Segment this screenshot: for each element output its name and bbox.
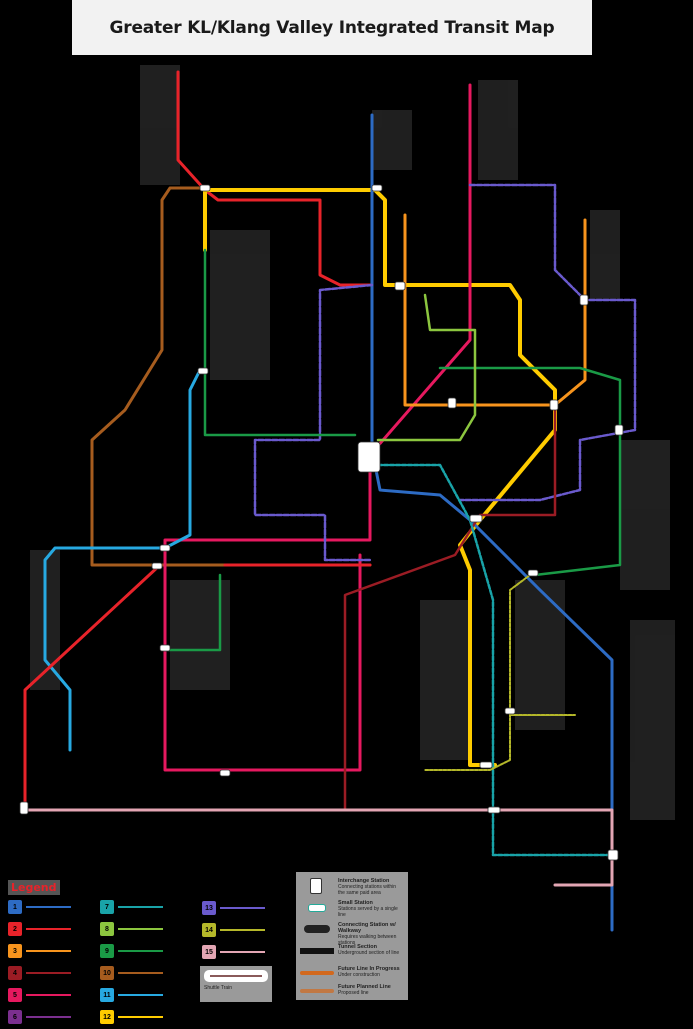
legend-line-7: 7 — [100, 897, 163, 917]
shuttle-legend-box: Shuttle Train — [200, 966, 272, 1002]
line-11 — [43, 368, 202, 752]
legend-line-15: 15 — [202, 942, 265, 962]
line-3 — [403, 213, 587, 407]
interchange-markers — [19, 184, 624, 861]
legend-line-3: 3 — [8, 941, 71, 961]
legend-line-11: 11 — [100, 985, 163, 1005]
line-10 — [90, 186, 372, 567]
line-5 — [163, 83, 472, 772]
line-2 — [176, 70, 374, 287]
line-12 — [203, 188, 557, 767]
kl-sentral-interchange — [357, 441, 381, 473]
legend-line-2: 2 — [8, 919, 71, 939]
legend-column-3: 13 14 15 16 — [202, 898, 265, 986]
legend-column-2: 7 8 9 10 11 12 — [100, 897, 163, 1029]
legend-line-6: 6 — [8, 1007, 71, 1027]
shuttle-label: Shuttle Train — [204, 985, 233, 991]
station-label-bands — [30, 65, 675, 820]
legend-line-5: 5 — [8, 985, 71, 1005]
legend-line-14: 14 — [202, 920, 265, 940]
line-13 — [253, 183, 637, 562]
legend-line-1: 1 — [8, 897, 71, 917]
line-9 — [163, 248, 622, 652]
line-15 — [23, 808, 614, 887]
legend-line-4: 4 — [8, 963, 71, 983]
line-4 — [343, 403, 557, 812]
title-banner: Greater KL/Klang Valley Integrated Trans… — [72, 0, 592, 55]
legend-heading: Legend — [8, 880, 60, 895]
transit-map — [19, 65, 675, 932]
line-7 — [376, 463, 614, 857]
line-8 — [376, 293, 477, 442]
legend-line-9: 9 — [100, 941, 163, 961]
legend-line-12: 12 — [100, 1007, 163, 1027]
line-2-sw — [23, 563, 372, 812]
legend-column-1: Legend 1 2 3 4 5 6 — [8, 880, 71, 1029]
legend-line-13: 13 — [202, 898, 265, 918]
line-14 — [424, 574, 576, 771]
map-title: Greater KL/Klang Valley Integrated Trans… — [109, 17, 555, 38]
legend-line-8: 8 — [100, 919, 163, 939]
legend-line-10: 10 — [100, 963, 163, 983]
